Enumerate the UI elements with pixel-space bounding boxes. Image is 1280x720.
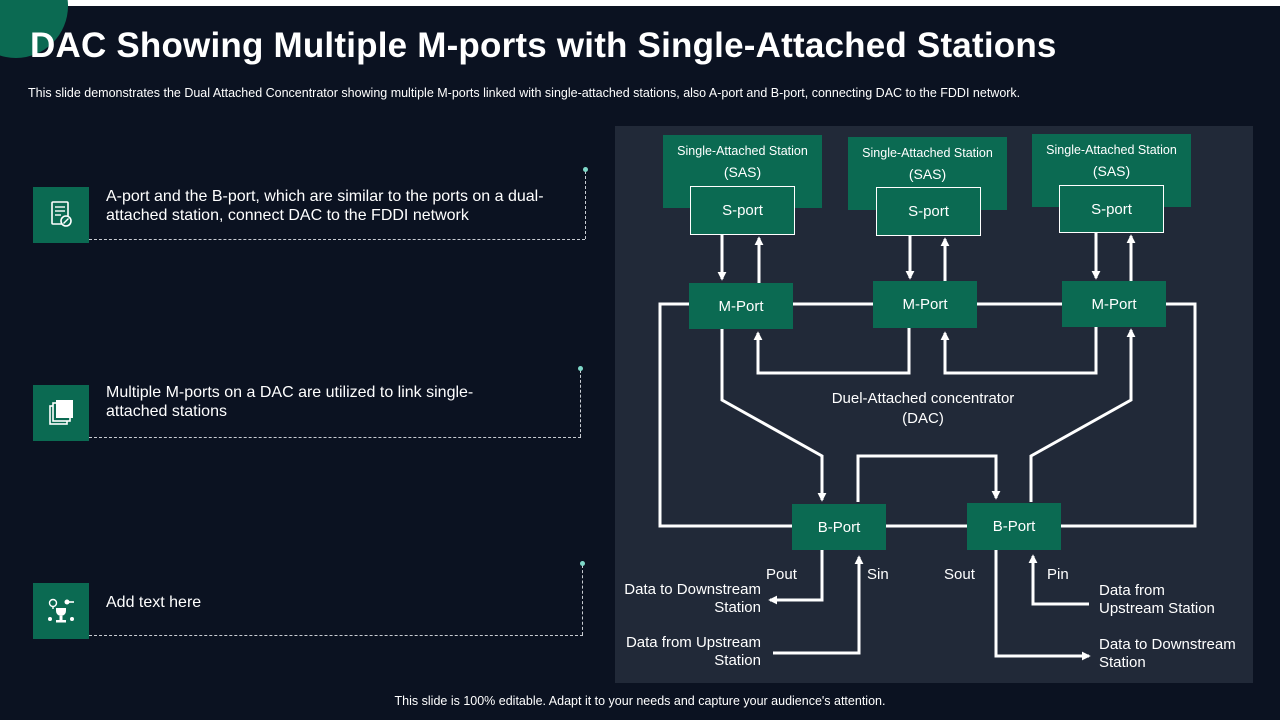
list-item-2-text: Multiple M-ports on a DAC are utilized t… <box>106 384 474 420</box>
list-item-3-text: Add text here <box>106 594 202 611</box>
sas-title: Single-Attached Station <box>862 146 993 160</box>
connector-dot <box>583 167 588 172</box>
footer-note: This slide is 100% editable. Adapt it to… <box>394 694 886 708</box>
divider <box>582 565 583 635</box>
pout-label: Pout <box>766 566 797 583</box>
connector-dot <box>580 561 585 566</box>
sout-label: Sout <box>944 566 975 583</box>
m-port-1: M-Port <box>689 283 793 329</box>
divider <box>89 635 583 636</box>
pin-label: Pin <box>1047 566 1069 583</box>
s-port-2: S-port <box>876 187 981 236</box>
sin-label: Sin <box>867 566 889 583</box>
page-title: DAC Showing Multiple M-ports with Single… <box>30 26 1057 65</box>
document-certificate-icon <box>33 187 89 243</box>
m-port-3: M-Port <box>1062 281 1166 327</box>
data-from-upstream-left: Data from Upstream Station <box>625 634 761 669</box>
data-from-upstream-right: Data from Upstream Station <box>1099 582 1215 617</box>
diagram-connector-lines <box>658 233 1197 661</box>
list-item-1: A-port and the B-port, which are similar… <box>33 167 593 247</box>
list-item-2: Multiple M-ports on a DAC are utilized t… <box>33 366 593 445</box>
s-port-3: S-port <box>1059 185 1164 233</box>
data-to-downstream-right: Data to Downstream Station <box>1099 636 1236 671</box>
divider <box>89 437 581 438</box>
m-port-2: M-Port <box>873 281 977 328</box>
b-port-1: B-Port <box>792 504 886 550</box>
sas-abbr: (SAS) <box>1092 163 1131 179</box>
sas-title: Single-Attached Station <box>677 144 808 158</box>
sas-title: Single-Attached Station <box>1046 143 1177 157</box>
divider <box>89 239 585 240</box>
divider <box>585 171 586 239</box>
dac-label: Duel-Attached concentrator (DAC) <box>831 390 1015 427</box>
sas-box-1: Single-Attached Station (SAS) <box>663 135 822 208</box>
page-subtitle: This slide demonstrates the Dual Attache… <box>28 86 1021 100</box>
idea-trophy-icon <box>33 583 89 639</box>
sas-abbr: (SAS) <box>723 164 762 180</box>
sas-abbr: (SAS) <box>908 166 947 182</box>
top-white-strip <box>0 0 1280 6</box>
data-to-downstream-left: Data to Downstream Station <box>624 581 761 616</box>
b-port-2: B-Port <box>967 503 1061 550</box>
s-port-1: S-port <box>690 186 795 235</box>
stacked-pages-icon <box>33 385 89 441</box>
connector-dot <box>578 366 583 371</box>
divider <box>580 370 581 437</box>
list-item-3: Add text here <box>33 561 593 643</box>
list-item-1-text: A-port and the B-port, which are similar… <box>106 188 544 224</box>
dac-diagram: Single-Attached Station (SAS) Single-Att… <box>615 126 1253 683</box>
